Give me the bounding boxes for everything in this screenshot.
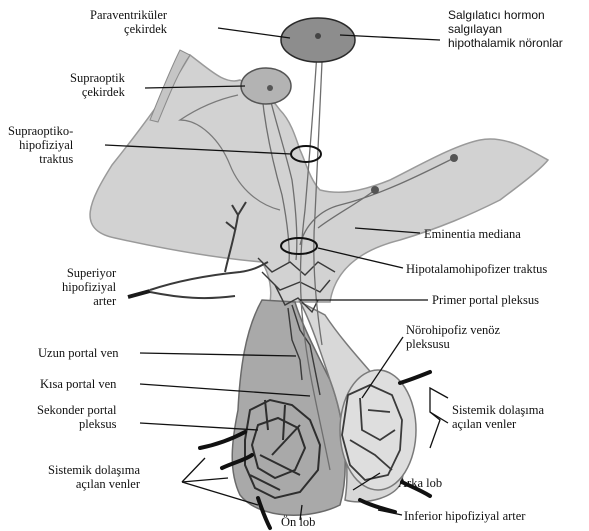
paraventricular-nucleus (281, 18, 355, 62)
label-secondary-plexus: Sekonder portal pleksus (37, 403, 117, 431)
label-systemic-left: Sistemik dolaşıma açılan venler (48, 463, 140, 491)
label-superior-artery-line1: Superiyor (62, 266, 116, 280)
label-neuro-venous-line2: pleksusu (406, 337, 500, 351)
label-paraventricular-line1: Paraventriküler (90, 8, 167, 22)
superior-artery-stub (128, 291, 150, 297)
label-short-portal: Kısa portal ven (40, 377, 116, 391)
label-posterior-lobe: Arka lob (398, 476, 442, 490)
label-systemic-right-line1: Sistemik dolaşıma (452, 403, 544, 417)
label-systemic-left-line2: açılan venler (48, 477, 140, 491)
label-paraventricular: Paraventriküler çekirdek (90, 8, 167, 36)
label-hormone-neurons: Salgılatıcı hormon salgılayan hipothalam… (448, 8, 563, 50)
label-supraoptic-tract: Supraoptiko- hipofiziyal traktus (8, 124, 73, 166)
label-supraoptic-tract-line1: Supraoptiko- (8, 124, 73, 138)
label-supraoptic-tract-line3: traktus (8, 152, 73, 166)
neuron-body-1 (450, 154, 458, 162)
label-supraoptic-tract-line2: hipofiziyal (8, 138, 73, 152)
label-superior-artery: Superiyor hipofiziyal arter (62, 266, 116, 308)
label-hypothalamo-tract: Hipotalamohipofizer traktus (406, 262, 547, 276)
label-anterior-lobe: Ön lob (281, 515, 315, 529)
label-hormone-neurons-line3: hipothalamik nöronlar (448, 36, 563, 50)
label-hormone-neurons-line2: salgılayan (448, 22, 563, 36)
label-superior-artery-line3: arter (62, 294, 116, 308)
label-primary-plexus: Primer portal pleksus (432, 293, 539, 307)
label-secondary-plexus-line2: pleksus (37, 417, 117, 431)
supraoptic-core (267, 85, 273, 91)
label-supraoptic-line2: çekirdek (70, 85, 125, 99)
label-long-portal: Uzun portal ven (38, 346, 119, 360)
paraventricular-core (315, 33, 321, 39)
label-secondary-plexus-line1: Sekonder portal (37, 403, 117, 417)
label-systemic-left-line1: Sistemik dolaşıma (48, 463, 140, 477)
neuron-body-2 (371, 186, 379, 194)
label-paraventricular-line2: çekirdek (90, 22, 167, 36)
label-systemic-right: Sistemik dolaşıma açılan venler (452, 403, 544, 431)
label-hormone-neurons-line1: Salgılatıcı hormon (448, 8, 563, 22)
label-supraoptic: Supraoptik çekirdek (70, 71, 125, 99)
label-inferior-artery: Inferior hipofiziyal arter (404, 509, 525, 523)
supraoptic-nucleus (241, 68, 291, 104)
label-eminentia: Eminentia mediana (424, 227, 521, 241)
label-supraoptic-line1: Supraoptik (70, 71, 125, 85)
label-systemic-right-line2: açılan venler (452, 417, 544, 431)
label-superior-artery-line2: hipofiziyal (62, 280, 116, 294)
label-neuro-venous-line1: Nörohipofiz venöz (406, 323, 500, 337)
label-neuro-venous: Nörohipofiz venöz pleksusu (406, 323, 500, 351)
